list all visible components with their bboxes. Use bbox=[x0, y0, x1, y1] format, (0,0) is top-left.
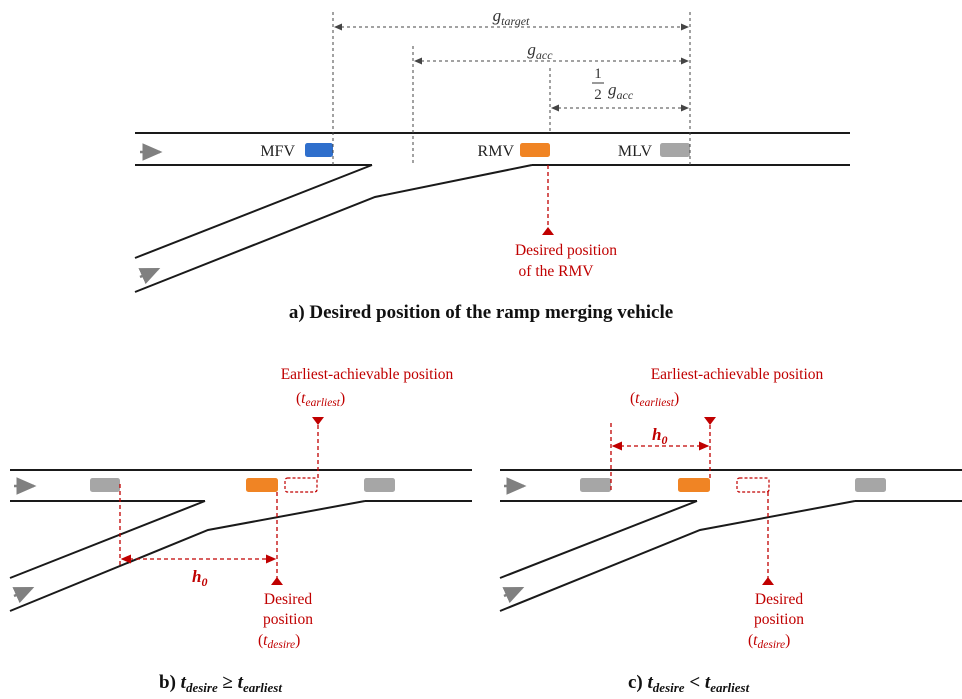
b-mfv-vehicle bbox=[90, 478, 120, 492]
ramp-lower-edge bbox=[134, 164, 533, 293]
g-acc-label: gacc bbox=[527, 40, 553, 62]
c-earliest-label: Earliest-achievable position bbox=[651, 366, 824, 383]
mfv-label: MFV bbox=[260, 143, 295, 160]
mlv-label: MLV bbox=[618, 143, 653, 160]
b-ramp-upper-edge bbox=[9, 500, 206, 579]
b-earliest-marker bbox=[312, 417, 324, 425]
c-rmv-vehicle bbox=[678, 478, 710, 492]
c-mfv-vehicle bbox=[580, 478, 611, 492]
c-h0-label: h0 bbox=[652, 425, 667, 447]
b-desired-label-2: position bbox=[263, 611, 313, 628]
c-flow-arrow-ramp bbox=[502, 586, 525, 604]
b-flow-arrow-ramp bbox=[12, 586, 35, 604]
flow-arrow-ramp bbox=[138, 267, 161, 285]
desired-position-label-2: of the RMV bbox=[519, 263, 595, 280]
svg-text:gacc: gacc bbox=[608, 80, 634, 102]
caption-b: b) tdesire ≥ tearliest bbox=[159, 672, 282, 695]
b-mlv-vehicle bbox=[364, 478, 395, 492]
desired-position-marker bbox=[542, 227, 554, 235]
mlv-vehicle bbox=[660, 143, 690, 157]
b-ramp-lower-edge bbox=[9, 500, 366, 612]
b-desired-sub: (tdesire) bbox=[258, 632, 300, 651]
panel-c: Earliest-achievable position (tearliest)… bbox=[499, 366, 962, 695]
rmv-label: RMV bbox=[478, 143, 515, 160]
caption-c: c) tdesire < tearliest bbox=[628, 672, 750, 695]
c-ramp-lower-edge bbox=[499, 500, 856, 612]
b-rmv-vehicle bbox=[246, 478, 278, 492]
b-earliest-ghost bbox=[284, 477, 318, 493]
c-earliest-marker bbox=[704, 417, 716, 425]
c-desired-label-2: position bbox=[754, 611, 804, 628]
panel-b: Earliest-achievable position (tearliest)… bbox=[9, 366, 472, 695]
svg-text:1: 1 bbox=[594, 66, 602, 82]
mfv-vehicle bbox=[305, 143, 333, 157]
g-target-label: gtarget bbox=[493, 6, 530, 28]
ramp-upper-edge bbox=[134, 164, 373, 259]
b-desired-marker bbox=[271, 577, 283, 585]
half-g-acc-label: 1 2 gacc bbox=[592, 66, 634, 103]
b-earliest-sub: (tearliest) bbox=[296, 390, 345, 409]
b-desired-label-1: Desired bbox=[264, 591, 312, 608]
rmv-vehicle bbox=[520, 143, 550, 157]
svg-text:2: 2 bbox=[594, 87, 602, 103]
c-earliest-sub: (tearliest) bbox=[630, 390, 679, 409]
b-h0-label: h0 bbox=[192, 567, 207, 589]
c-desired-sub: (tdesire) bbox=[748, 632, 790, 651]
c-ramp-upper-edge bbox=[499, 500, 698, 579]
b-earliest-label: Earliest-achievable position bbox=[281, 366, 454, 383]
caption-a: a) Desired position of the ramp merging … bbox=[289, 302, 673, 323]
panel-a: MFV RMV MLV gtarget gacc 1 2 gacc Desire… bbox=[134, 6, 850, 323]
c-desired-marker bbox=[762, 577, 774, 585]
c-desired-label-1: Desired bbox=[755, 591, 803, 608]
c-mlv-vehicle bbox=[855, 478, 886, 492]
c-desired-ghost bbox=[736, 477, 770, 493]
desired-position-label-1: Desired position bbox=[515, 242, 617, 259]
